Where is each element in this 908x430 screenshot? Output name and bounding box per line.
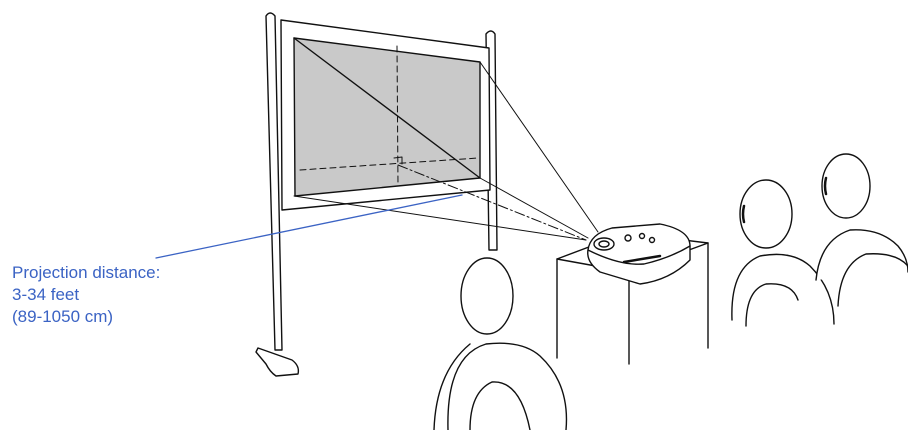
audience-person-middle xyxy=(731,179,835,327)
callout-title: Projection distance: xyxy=(12,263,161,282)
projection-beams xyxy=(293,61,599,241)
projection-screen xyxy=(293,37,481,197)
callout-leader-line xyxy=(155,194,463,259)
projection-distance-callout: Projection distance: 3-34 feet (89-1050 … xyxy=(12,262,160,328)
audience-person-front xyxy=(433,257,568,430)
projector xyxy=(587,223,691,285)
audience-person-back xyxy=(815,153,908,307)
callout-cm: (89-1050 cm) xyxy=(12,307,114,326)
callout-feet: 3-34 feet xyxy=(12,285,80,304)
